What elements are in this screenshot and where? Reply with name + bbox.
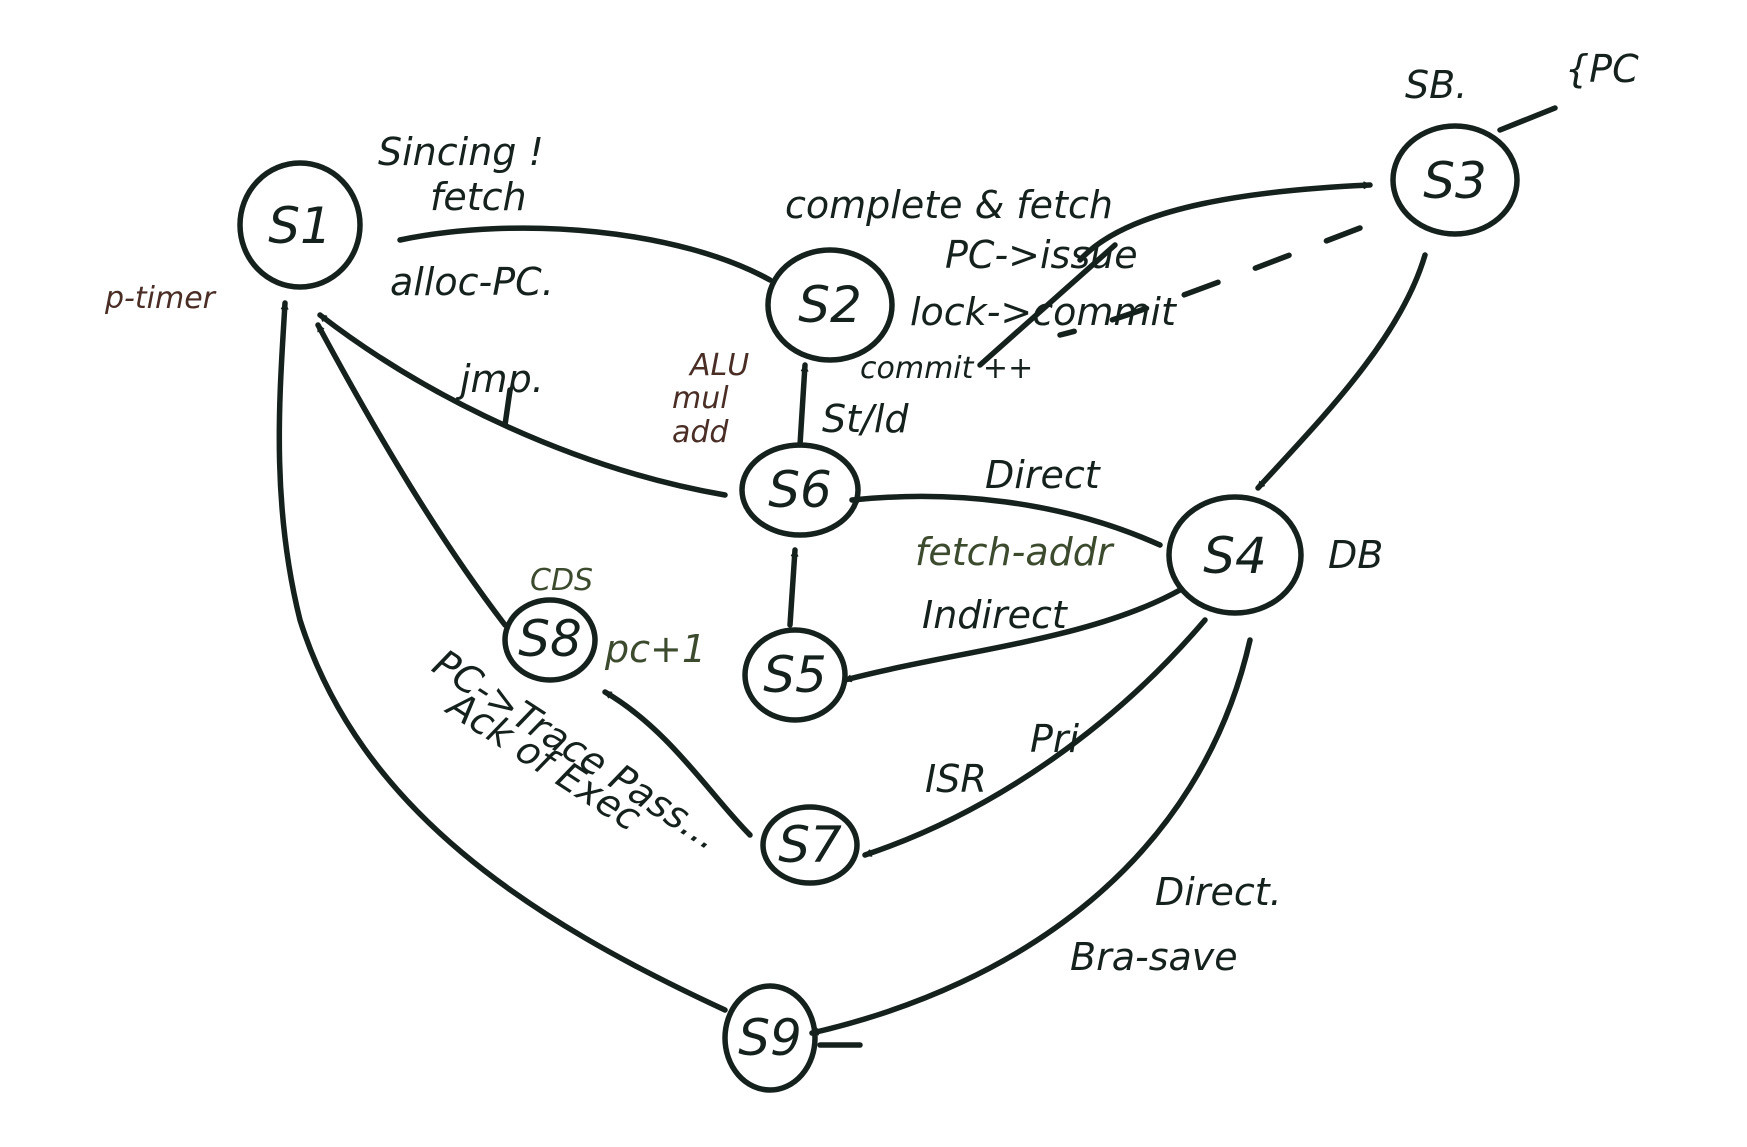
s8-note-1: CDS (530, 563, 593, 598)
s1-note-3: alloc-PC. (390, 260, 554, 304)
edge-s2-s1 (397, 225, 773, 283)
s4-to-s6-label-2: fetch-addr (915, 530, 1115, 574)
s1-side-note: p-timer (104, 281, 217, 316)
edge-s9-s1 (276, 300, 728, 1013)
s4-to-s9-label-1: Direct. (1155, 870, 1282, 914)
node-s7: S7 (760, 804, 860, 886)
edge-s6-s1 (317, 312, 728, 498)
edge-s2-commit (977, 242, 1118, 368)
node-s9: S9 (722, 983, 818, 1093)
node-s2: S2 (765, 247, 895, 363)
s4-to-s9-label-2: Bra-save (1070, 935, 1238, 979)
s1-note-2: fetch (430, 175, 527, 219)
edge-s2-s3 (1077, 181, 1373, 263)
node-s5-label: S5 (763, 646, 827, 704)
node-s4: S4 (1166, 494, 1304, 616)
s6-to-s2-label: St/ld (822, 397, 909, 441)
node-s3: S3 (1390, 123, 1520, 237)
node-s7-label: S7 (778, 816, 842, 874)
node-s8-label: S8 (518, 610, 582, 668)
node-s4-label: S4 (1203, 527, 1267, 585)
edge-s4-s7 (862, 617, 1208, 858)
edge-s3-tick (1497, 105, 1558, 133)
edge-s5-s6 (787, 547, 799, 628)
side-note-1: ALU (688, 348, 749, 383)
s2-note: complete & fetch (785, 183, 1113, 227)
node-s6: S6 (739, 442, 861, 538)
edge-s4-s5 (842, 587, 1183, 683)
edge-s4-s6 (849, 493, 1163, 548)
node-s2-label: S2 (798, 276, 862, 334)
s4-to-s5-label: Indirect (922, 593, 1069, 637)
edge-s3-s2-dashed (1057, 225, 1363, 338)
s6-to-s1-label: jmp. (455, 357, 544, 401)
edge-jmp-tick (502, 387, 513, 428)
s4-to-s7-label-2: Pri (1030, 717, 1080, 761)
node-s5: S5 (742, 627, 848, 723)
s2-to-s3-label-3: commit ++ (860, 351, 1033, 386)
edge-s3-s4 (1255, 252, 1428, 491)
node-s3-label: S3 (1423, 152, 1487, 210)
node-s1: S1 (237, 160, 363, 290)
node-s8: S8 (502, 597, 598, 683)
s4-to-s6-label-1: Direct (985, 453, 1102, 497)
s3-note-1: SB. (1405, 63, 1467, 107)
node-s9-label: S9 (738, 1009, 802, 1067)
node-s1-label: S1 (268, 197, 332, 255)
s2-to-s3-label-1: PC->issue (945, 233, 1138, 277)
side-note-3: add (672, 415, 729, 450)
s8-note-2: pc+1 (604, 627, 706, 671)
edge-s7-s8 (602, 689, 753, 838)
side-note-2: mul (672, 381, 729, 416)
edge-s8-s1 (315, 322, 508, 628)
edge-s4-s9 (809, 637, 1253, 1036)
node-s6-label: S6 (768, 461, 832, 519)
edge-s6-s2 (797, 362, 809, 448)
s2-to-s3-label-2: lock->commit (910, 290, 1178, 334)
s1-note-1: Sincing ! (378, 130, 544, 174)
s3-note-2: {PC (1565, 47, 1639, 91)
s4-to-s7-label-1: ISR (925, 757, 987, 801)
s4-note: DB (1328, 533, 1383, 577)
